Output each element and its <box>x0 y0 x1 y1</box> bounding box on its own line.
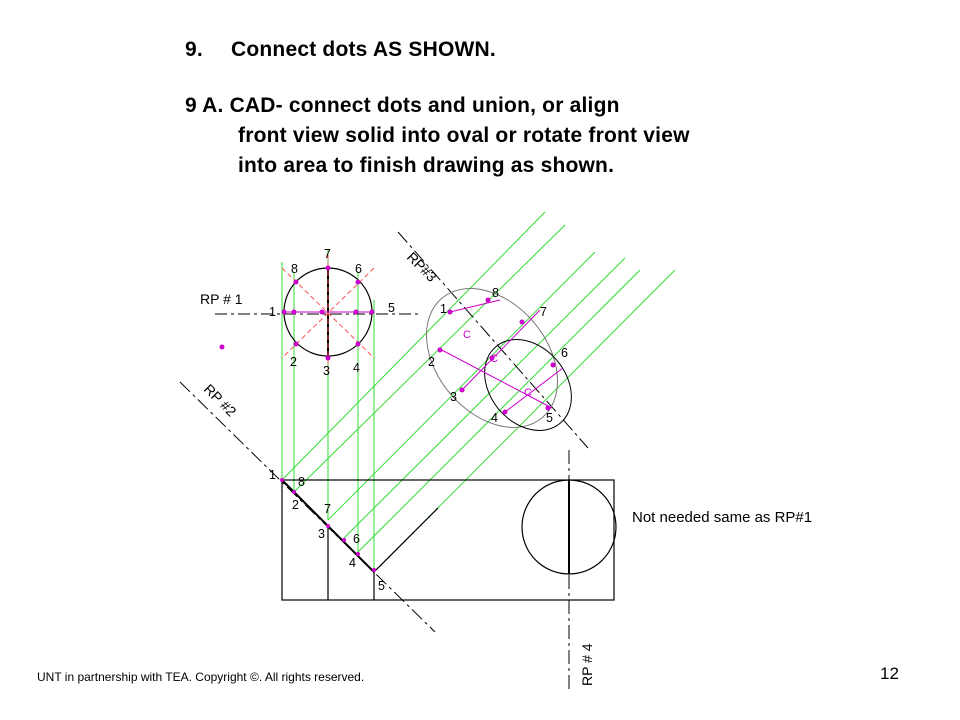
top-view-number-labels: 1 2 3 4 5 6 7 8 <box>269 247 395 378</box>
aux-point-7: 7 <box>540 305 547 319</box>
rp2-point-6: 6 <box>353 532 360 546</box>
rp2-point-3: 3 <box>318 527 325 541</box>
diagonal-projection-lines <box>281 211 676 573</box>
rp2-reference-line <box>179 381 436 633</box>
step-text: Connect dots AS SHOWN. <box>231 38 496 61</box>
center-mark-b: C <box>490 353 498 365</box>
rp1-label: RP # 1 <box>200 291 243 307</box>
rp2-label: RP #2 <box>201 381 240 420</box>
top-point-2: 2 <box>290 355 297 369</box>
rp4-label: RP # 4 <box>579 643 595 686</box>
step-9-heading: 9. Connect dots AS SHOWN. <box>185 38 496 62</box>
top-point-5: 5 <box>388 301 395 315</box>
top-point-8: 8 <box>291 262 298 276</box>
rp2-point-7: 7 <box>324 502 331 516</box>
step-number: 9. <box>185 38 203 61</box>
rp2-number-labels: 1 8 2 7 3 6 4 5 <box>269 468 385 593</box>
top-view-points <box>219 265 375 361</box>
auxiliary-view-number-labels: 1 2 3 4 5 6 7 8 <box>428 286 568 425</box>
aux-point-6: 6 <box>561 346 568 360</box>
center-mark-c: C <box>524 387 532 399</box>
aux-point-3: 3 <box>450 390 457 404</box>
center-marks: C C C <box>463 329 532 399</box>
rp2-point-1: 1 <box>269 468 276 482</box>
top-point-7: 7 <box>324 247 331 261</box>
auxiliary-view <box>426 288 572 431</box>
step-9a-line-3: into area to finish drawing as shown. <box>238 154 615 177</box>
aux-point-4: 4 <box>491 411 498 425</box>
top-point-6: 6 <box>355 262 362 276</box>
note-label: Not needed same as RP#1 <box>632 509 812 526</box>
rp2-points <box>280 478 376 572</box>
step-9a-line-1: 9 A. CAD- connect dots and union, or ali… <box>185 94 620 117</box>
aux-point-5: 5 <box>546 411 553 425</box>
rp2-point-5: 5 <box>378 579 385 593</box>
auxiliary-view-points <box>437 297 556 415</box>
page-number: 12 <box>880 664 899 683</box>
center-mark-a: C <box>463 329 471 341</box>
front-view <box>281 479 617 601</box>
aux-point-1: 1 <box>440 302 447 316</box>
rp2-point-2: 2 <box>292 498 299 512</box>
rp2-point-4: 4 <box>349 556 356 570</box>
vertical-projection-lines <box>281 250 375 572</box>
aux-point-2: 2 <box>428 355 435 369</box>
rp3-label: RP#3 <box>404 249 440 285</box>
copyright-footer: UNT in partnership with TEA. Copyright ©… <box>37 670 365 684</box>
aux-point-8: 8 <box>492 286 499 300</box>
top-point-3: 3 <box>323 364 330 378</box>
top-point-1: 1 <box>269 305 276 319</box>
top-point-4: 4 <box>353 361 360 375</box>
rp3-reference-line <box>397 231 589 449</box>
step-9a-line-2: front view solid into oval or rotate fro… <box>238 124 690 147</box>
rp2-point-8: 8 <box>298 475 305 489</box>
